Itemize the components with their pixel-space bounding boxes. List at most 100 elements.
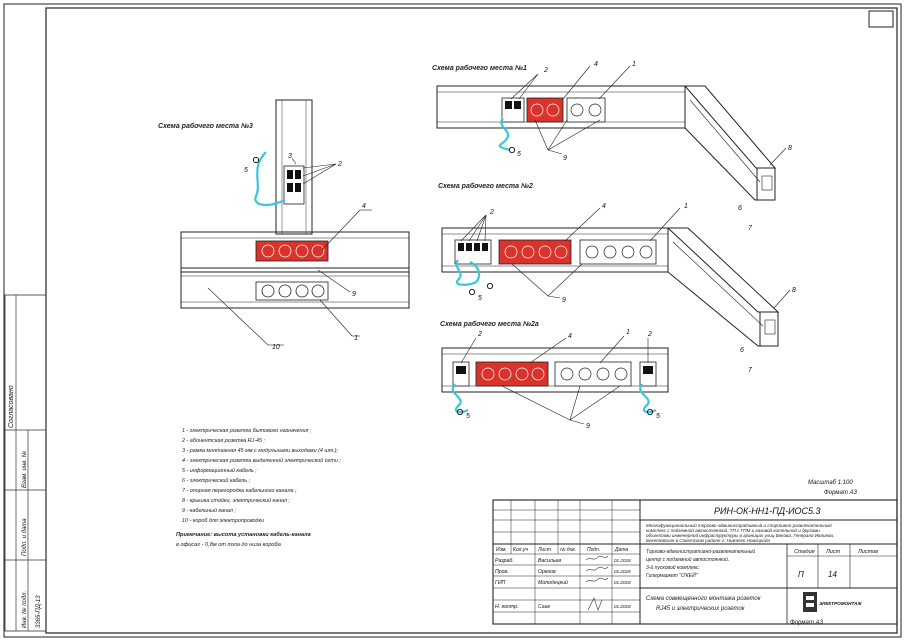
ws2a-callout-5-right: 5	[656, 413, 660, 420]
scale-label: Масштаб 1:100	[808, 480, 853, 486]
signer-1-date: 01.2018	[614, 558, 631, 563]
ws2-callout-9: 9	[562, 297, 566, 304]
ws2-callout-7: 7	[748, 367, 753, 374]
object-line-3: 3-й пусковой комплекс.	[646, 564, 700, 571]
ws3-callout-10: 10	[272, 344, 280, 351]
ws3-callout-4: 4	[362, 203, 366, 210]
legend-item-1: 1 - электрическая розетка бытового назна…	[182, 428, 312, 434]
description-line-3: объектами инженерной инфраструктуры в гр…	[646, 532, 834, 538]
ws3-title: Схема рабочего места №3	[158, 122, 253, 130]
ws2a-callout-9: 9	[586, 423, 590, 430]
corner-box	[868, 10, 894, 28]
signer-2-role: Пров.	[495, 569, 509, 575]
ws3-callout-2: 2	[337, 161, 342, 168]
signer-3-date: 01.2018	[614, 580, 631, 585]
legend-item-9: 9 - кабельный канал ;	[182, 507, 236, 514]
object-line-1: Торгово-административно-развлекательный	[646, 548, 755, 555]
legend-item-10: 10 - короб для электропроводки	[182, 518, 264, 524]
ws2a-title: Схема рабочего места №2а	[440, 320, 539, 328]
ws2-callout-2: 2	[489, 209, 494, 216]
ws2-callout-5: 5	[478, 295, 482, 302]
company-logo: ЭЛЕКТРОМОНТАЖ	[803, 592, 862, 612]
description-line-2: комплекс с подземной автостоянкой, ТП с …	[646, 527, 820, 533]
signer-1-name: Васильев	[538, 558, 561, 564]
sheet-header: Лист	[825, 549, 841, 555]
stage-header: Стадия	[794, 549, 815, 555]
ws1-callout-4: 4	[594, 61, 598, 68]
ws1-callout-6: 6	[738, 205, 742, 212]
ws2a-callout-2-left: 2	[477, 331, 482, 338]
inv-podl-label: Инв. № подл.	[21, 591, 28, 628]
ws2a-diagram: 2 2 4 1 9 5 5	[441, 329, 669, 430]
hdr-ndok: № док.	[560, 547, 576, 553]
agreed-label: Согласовано	[8, 385, 15, 428]
ws1-diagram: 2 4 1 9 5 8 6 7	[436, 61, 792, 232]
legend-item-2: 2 - абонентская розетка RJ-45 ;	[181, 438, 266, 444]
ws1-callout-5: 5	[517, 151, 521, 158]
signer-2-date: 01.2018	[614, 569, 631, 574]
description-line-4: Бекетовская в Советском районе г. Нижнег…	[646, 537, 770, 543]
signer-4-name: Сааг	[538, 604, 551, 610]
ws2-callout-6: 6	[740, 347, 744, 354]
signer-4-date: 01.2018	[614, 604, 631, 609]
legend-item-8: 8 - крышка стойки, электрический канал ;	[182, 497, 291, 504]
legend-item-7: 7 - опорная перегородка кабельного канал…	[182, 488, 297, 494]
ws1-callout-7: 7	[748, 225, 753, 232]
ws3-diagram: 3 2 4 9 1 10 5	[180, 99, 410, 351]
ws2-diagram: 2 4 1 9 5 8 6 7	[441, 203, 796, 374]
stage-value: П	[798, 570, 804, 579]
hdr-list: Лист	[537, 547, 551, 553]
legend-item-5: 5 - информационный кабель ;	[182, 467, 257, 474]
ws2a-callout-5-left: 5	[466, 413, 470, 420]
ws2-callout-1: 1	[684, 203, 688, 210]
signatures	[585, 555, 609, 611]
format-label: Формат А3	[824, 490, 857, 496]
logo-text: ЭЛЕКТРОМОНТАЖ	[819, 601, 862, 606]
ws1-callout-8: 8	[788, 145, 792, 152]
hdr-izm: Изм.	[496, 547, 507, 553]
signer-2-name: Орехов	[538, 569, 556, 575]
ws1-title: Схема рабочего места №1	[432, 64, 527, 72]
ws1-callout-2: 2	[543, 67, 548, 74]
note-line-2: в офисах - 0,8м от пола до низа короба	[176, 542, 281, 548]
ws2a-callout-2-right: 2	[647, 331, 652, 338]
side-strip: Согласовано Взам. инв. № Подп. и дата Ин…	[4, 294, 47, 632]
legend-item-3: 3 - рамка монтажная 45 мм с модульными в…	[182, 448, 339, 454]
object-line-4: Гипермаркет "О'КЕЙ"	[646, 571, 698, 579]
title-block	[492, 499, 898, 625]
signer-3-role: ГИП	[495, 580, 506, 586]
ws2-callout-4: 4	[602, 203, 606, 210]
signer-4-role: Н. контр.	[495, 604, 518, 610]
sheet-value: 14	[828, 570, 837, 579]
ws3-callout-1: 1	[354, 335, 358, 342]
strip-code: 3365-ПД-13	[36, 595, 42, 628]
object-line-2: центр с подземной автостоянкой.	[646, 556, 729, 563]
legend-item-6: 6 - электрический кабель ;	[182, 477, 251, 484]
podp-data-label: Подп. и дата	[22, 518, 28, 556]
format-bottom: Формат А3	[790, 620, 823, 626]
ws2-callout-8: 8	[792, 287, 796, 294]
drawing-code: РИН-ОК-НН1-ПД-ИОС5.3	[714, 506, 821, 516]
legend: 1 - электрическая розетка бытового назна…	[176, 428, 341, 548]
ws2a-callout-1: 1	[626, 329, 630, 336]
ws3-callout-5: 5	[244, 167, 248, 174]
sheet-title-line-2: RJ45 и электрических розеток	[656, 606, 746, 612]
outer-border	[3, 3, 902, 638]
legend-item-4: 4 - электрическая розетка выделенной эле…	[182, 457, 341, 464]
vzam-inv-label: Взам. инв. №	[21, 450, 28, 488]
ws3-callout-3: 3	[288, 153, 292, 160]
hdr-kol-uch: Кол.уч	[513, 547, 528, 553]
ws3-callout-9: 9	[352, 291, 356, 298]
hdr-data: Дата	[614, 547, 628, 553]
note-line-1: Примечание: высота установки кабель-кана…	[176, 531, 311, 538]
hdr-podp: Подп.	[587, 547, 600, 553]
ws1-callout-1: 1	[632, 61, 636, 68]
sheets-header: Листов	[857, 549, 878, 555]
ws1-callout-9: 9	[563, 155, 567, 162]
signer-3-name: Молодецкий	[538, 579, 568, 586]
ws2-title: Схема рабочего места №2	[438, 182, 533, 190]
sheet-title-line-1: Схема совмещенного монтажа розеток	[646, 596, 762, 602]
description-line-1: Многофункциональный торгово-администрати…	[646, 522, 832, 528]
ws2a-callout-4: 4	[568, 333, 572, 340]
